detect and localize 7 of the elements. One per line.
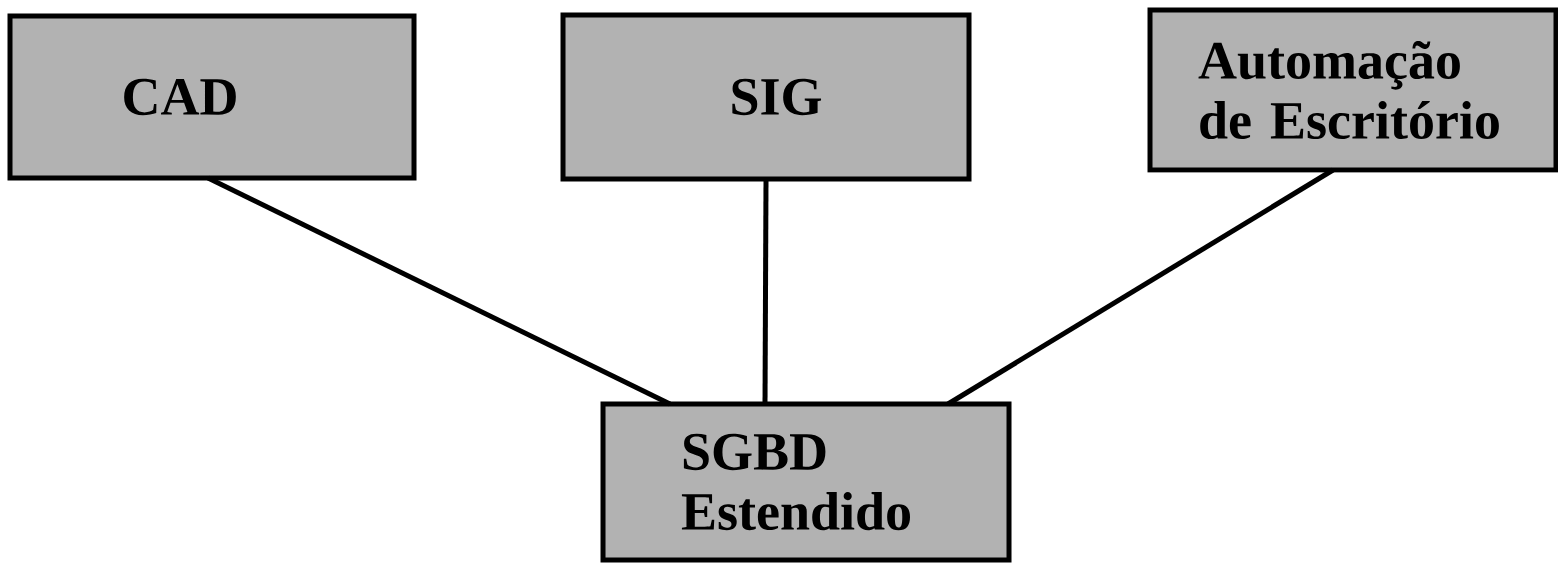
connector-line (762, 179, 769, 404)
connector-line (206, 175, 672, 407)
process-box: Automação de Escritório (1147, 7, 1558, 173)
process-box: CAD (7, 13, 417, 181)
process-box: SGBD Estendido (600, 401, 1012, 563)
connector-line (946, 167, 1335, 407)
process-box: SIG (560, 12, 972, 182)
